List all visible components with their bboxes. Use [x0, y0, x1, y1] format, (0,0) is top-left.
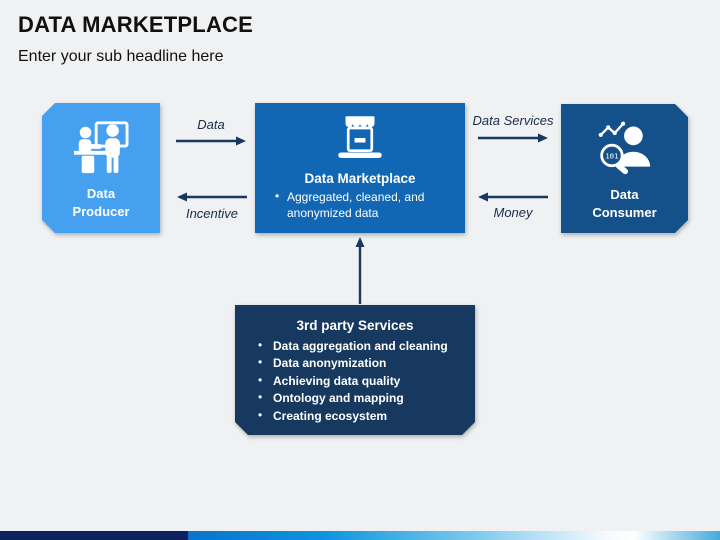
service-item: Data anonymization — [257, 355, 448, 372]
svg-text:101: 101 — [605, 151, 618, 160]
page-title: DATA MARKETPLACE — [18, 12, 253, 37]
money-flow-label: Money — [493, 205, 533, 220]
data-marketplace-box[interactable]: Data Marketplace Aggregated, cleaned, an… — [255, 103, 465, 233]
data-services-flow-label: Data Services — [472, 113, 554, 128]
market-stall-icon — [338, 116, 382, 158]
service-item: Data aggregation and cleaning — [257, 338, 448, 355]
data-flow-label: Data — [197, 117, 225, 132]
data-consumer-box[interactable]: 101 Data Consumer — [561, 104, 688, 233]
page-subtitle: Enter your sub headline here — [18, 48, 224, 65]
service-item: Achieving data quality — [257, 373, 448, 390]
incentive-flow-label: Incentive — [185, 206, 239, 221]
incentive-flow-arrow — [177, 192, 247, 202]
data-flow-arrow — [176, 136, 246, 146]
data-consumer-label: Data Consumer — [592, 187, 657, 220]
people-at-computer-icon — [70, 119, 132, 175]
data-marketplace-bullet-list: Aggregated, cleaned, and anonymized data — [274, 188, 446, 221]
service-item: Ontology and mapping — [257, 390, 448, 407]
analyst-magnifier-icon: 101 — [594, 120, 656, 176]
third-party-services-list: Data aggregation and cleaning Data anony… — [235, 338, 448, 425]
data-producer-box[interactable]: Data Producer — [42, 103, 160, 233]
footer-gradient-bar — [0, 531, 720, 540]
data-marketplace-title: Data Marketplace — [304, 171, 416, 186]
data-producer-label: Data Producer — [72, 186, 130, 219]
third-party-services-title: 3rd party Services — [296, 318, 414, 333]
service-item: Creating ecosystem — [257, 408, 448, 425]
marketplace-bullet: Aggregated, cleaned, and anonymized data — [274, 188, 446, 221]
data-services-flow-arrow — [478, 133, 548, 143]
services-to-marketplace-arrow — [355, 237, 365, 304]
money-flow-arrow — [478, 192, 548, 202]
third-party-services-box[interactable]: 3rd party Services Data aggregation and … — [235, 305, 475, 435]
